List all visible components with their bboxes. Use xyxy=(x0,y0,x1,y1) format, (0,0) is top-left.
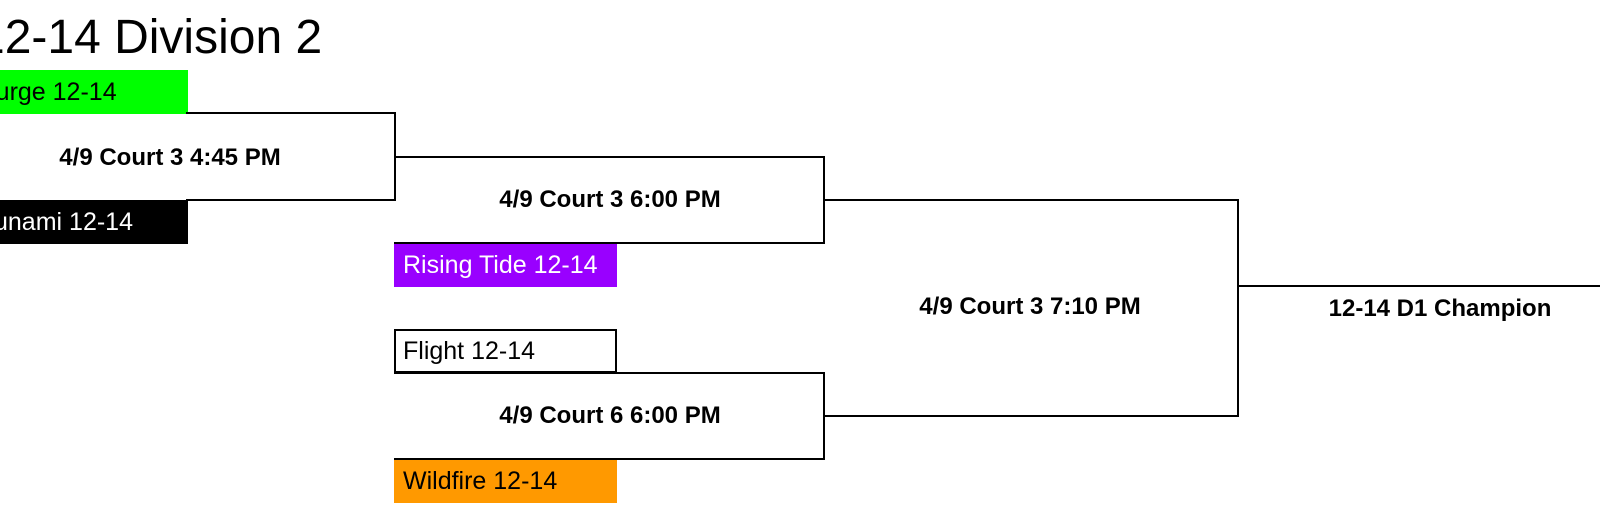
connector-line xyxy=(1237,285,1600,287)
connector-line xyxy=(394,458,825,460)
connector-line xyxy=(394,242,825,244)
connector-line xyxy=(186,199,396,201)
game-label-1: 4/9 Court 3 4:45 PM xyxy=(59,144,281,171)
connector-line xyxy=(394,156,825,158)
team-slot-flight: Flight 12-14 xyxy=(394,329,617,373)
connector-line xyxy=(186,112,396,114)
connector-line xyxy=(823,415,1239,417)
game-label-2: 4/9 Court 3 6:00 PM xyxy=(499,186,721,213)
game-label-3: 4/9 Court 6 6:00 PM xyxy=(499,402,721,429)
team-slot-tsunami: Tsunami 12-14 xyxy=(0,200,188,244)
team-slot-surge: Surge 12-14 xyxy=(0,70,188,114)
game-label-semifinal: 4/9 Court 3 7:10 PM xyxy=(919,293,1141,320)
team-slot-rising-tide: Rising Tide 12-14 xyxy=(394,243,617,287)
connector-line xyxy=(823,199,1239,201)
connector-line xyxy=(394,372,825,374)
team-slot-wildfire: Wildfire 12-14 xyxy=(394,459,617,503)
connector-line xyxy=(1237,199,1239,417)
champion-label: 12-14 D1 Champion xyxy=(1328,295,1552,322)
bracket-title: 12-14 Division 2 xyxy=(0,11,323,64)
